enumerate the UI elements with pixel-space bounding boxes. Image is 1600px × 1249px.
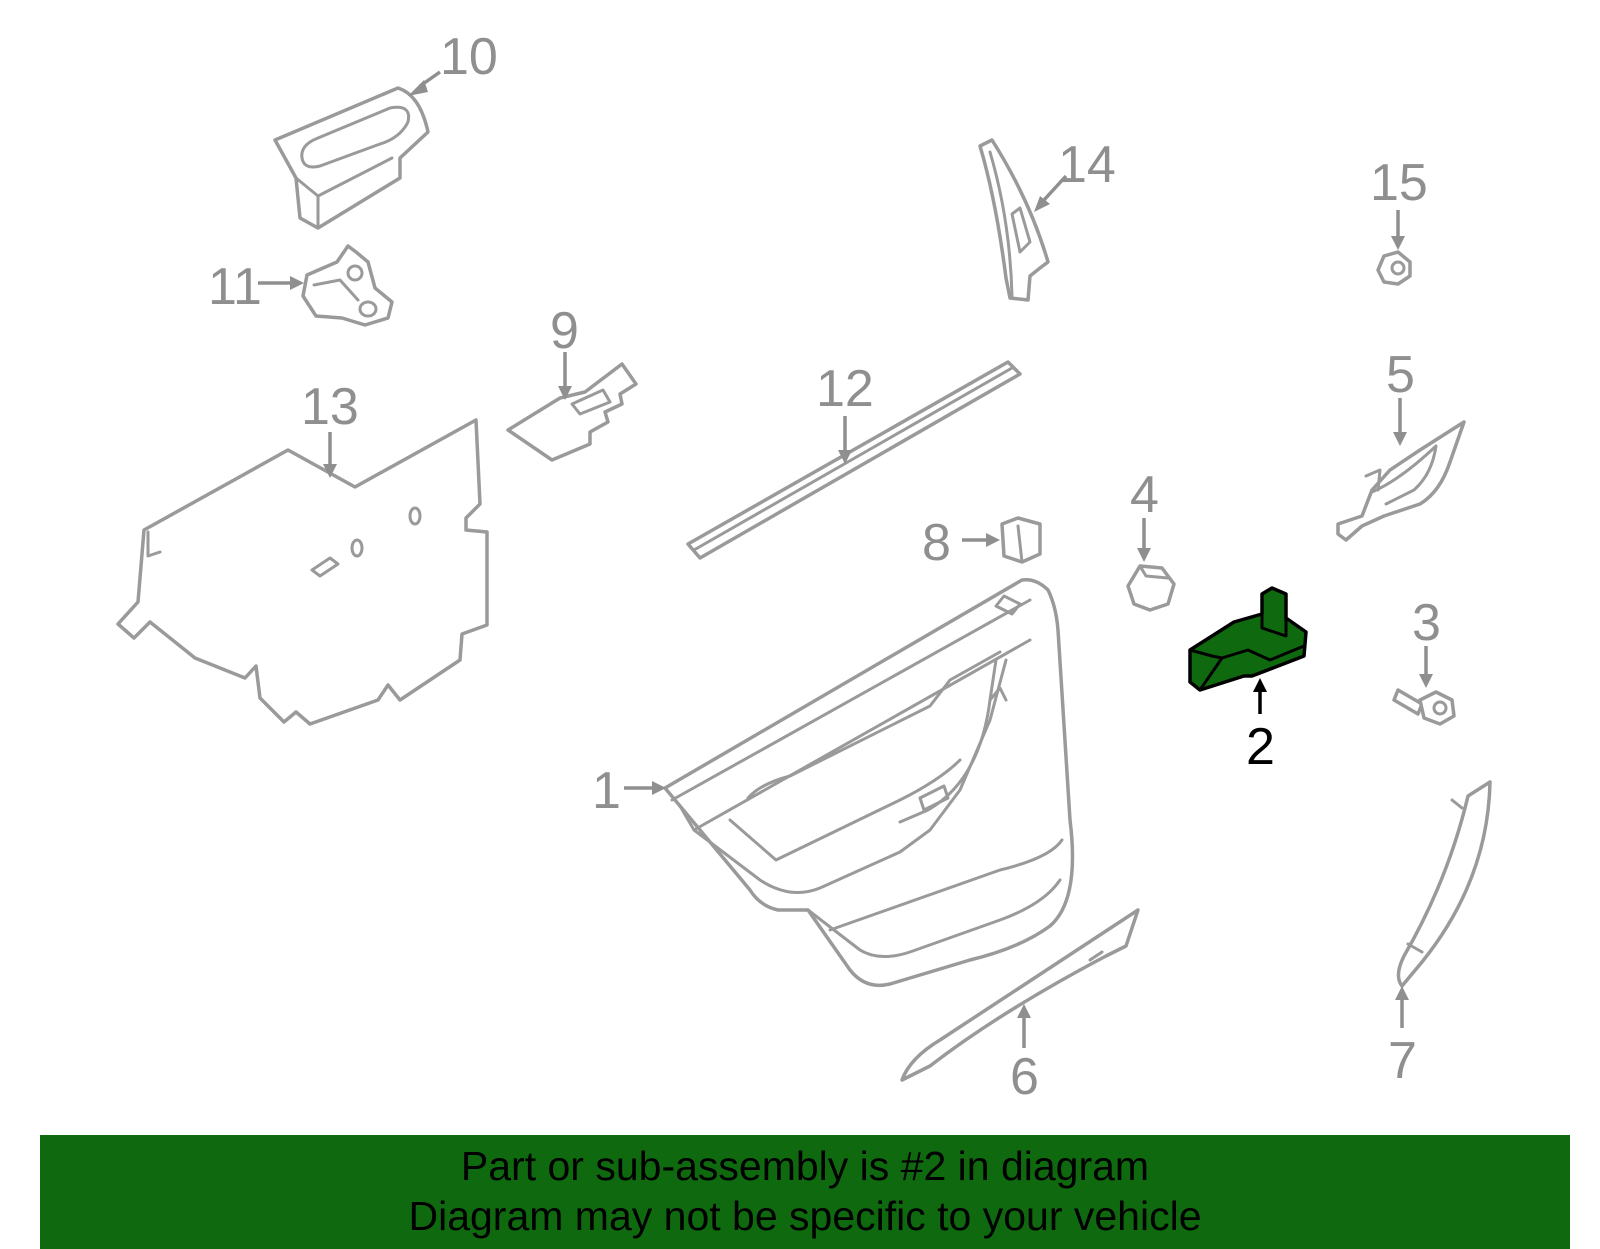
arrowhead-2 xyxy=(1253,678,1267,692)
callout-11: 11 xyxy=(208,258,262,316)
part-14-upper-trim[interactable] xyxy=(978,138,1050,302)
arrowhead-6 xyxy=(1017,1004,1031,1018)
callout-1: 1 xyxy=(592,762,621,820)
part-9-switch-bezel[interactable] xyxy=(506,362,638,462)
arrowhead-7 xyxy=(1395,986,1409,1000)
callout-4: 4 xyxy=(1130,466,1159,524)
banner-line-1: Part or sub-assembly is #2 in diagram xyxy=(460,1143,1150,1189)
callout-5: 5 xyxy=(1386,346,1415,404)
part-4-retainer[interactable] xyxy=(1126,564,1176,612)
part-3-screw[interactable] xyxy=(1392,688,1456,726)
leader-14 xyxy=(1042,174,1068,202)
part-10-handle-bezel[interactable] xyxy=(273,86,430,230)
info-banner: Part or sub-assembly is #2 in diagram Di… xyxy=(40,1135,1570,1249)
part-8-clip[interactable] xyxy=(1000,516,1042,564)
arrowhead-9 xyxy=(558,386,572,400)
part-12-belt-weatherstrip[interactable] xyxy=(686,360,1022,560)
arrowhead-15 xyxy=(1391,236,1405,250)
callout-10: 10 xyxy=(440,28,498,86)
arrowhead-4 xyxy=(1137,548,1151,562)
arrowhead-1 xyxy=(652,781,666,795)
arrowhead-5 xyxy=(1393,432,1407,446)
callout-12: 12 xyxy=(816,360,874,418)
callout-13: 13 xyxy=(301,378,359,436)
part-6-lower-trim-strip[interactable] xyxy=(900,908,1140,1082)
arrowhead-11 xyxy=(290,276,304,290)
callout-9: 9 xyxy=(550,302,579,360)
arrowhead-14 xyxy=(1034,196,1050,212)
arrowhead-12 xyxy=(838,450,852,464)
arrowhead-8 xyxy=(986,533,1000,547)
banner-line-2: Diagram may not be specific to your vehi… xyxy=(408,1193,1202,1239)
callout-3: 3 xyxy=(1412,594,1441,652)
arrowhead-10 xyxy=(408,80,428,96)
part-2-armrest-bracket-highlighted[interactable] xyxy=(1188,586,1308,692)
arrowhead-13 xyxy=(323,464,337,478)
callout-6: 6 xyxy=(1010,1048,1039,1106)
part-15-nut[interactable] xyxy=(1376,250,1412,286)
arrowhead-3 xyxy=(1419,674,1433,688)
callout-8: 8 xyxy=(922,514,951,572)
part-1-door-trim-panel[interactable] xyxy=(663,577,1075,988)
callout-15: 15 xyxy=(1370,154,1428,212)
callout-2: 2 xyxy=(1246,718,1275,776)
part-5-inside-handle[interactable] xyxy=(1336,420,1466,542)
part-7-vertical-trim-strip[interactable] xyxy=(1396,780,1492,988)
part-13-watershield[interactable] xyxy=(116,418,489,726)
callout-7: 7 xyxy=(1388,1032,1417,1090)
part-11-bracket[interactable] xyxy=(301,244,394,327)
callout-14: 14 xyxy=(1058,136,1116,194)
